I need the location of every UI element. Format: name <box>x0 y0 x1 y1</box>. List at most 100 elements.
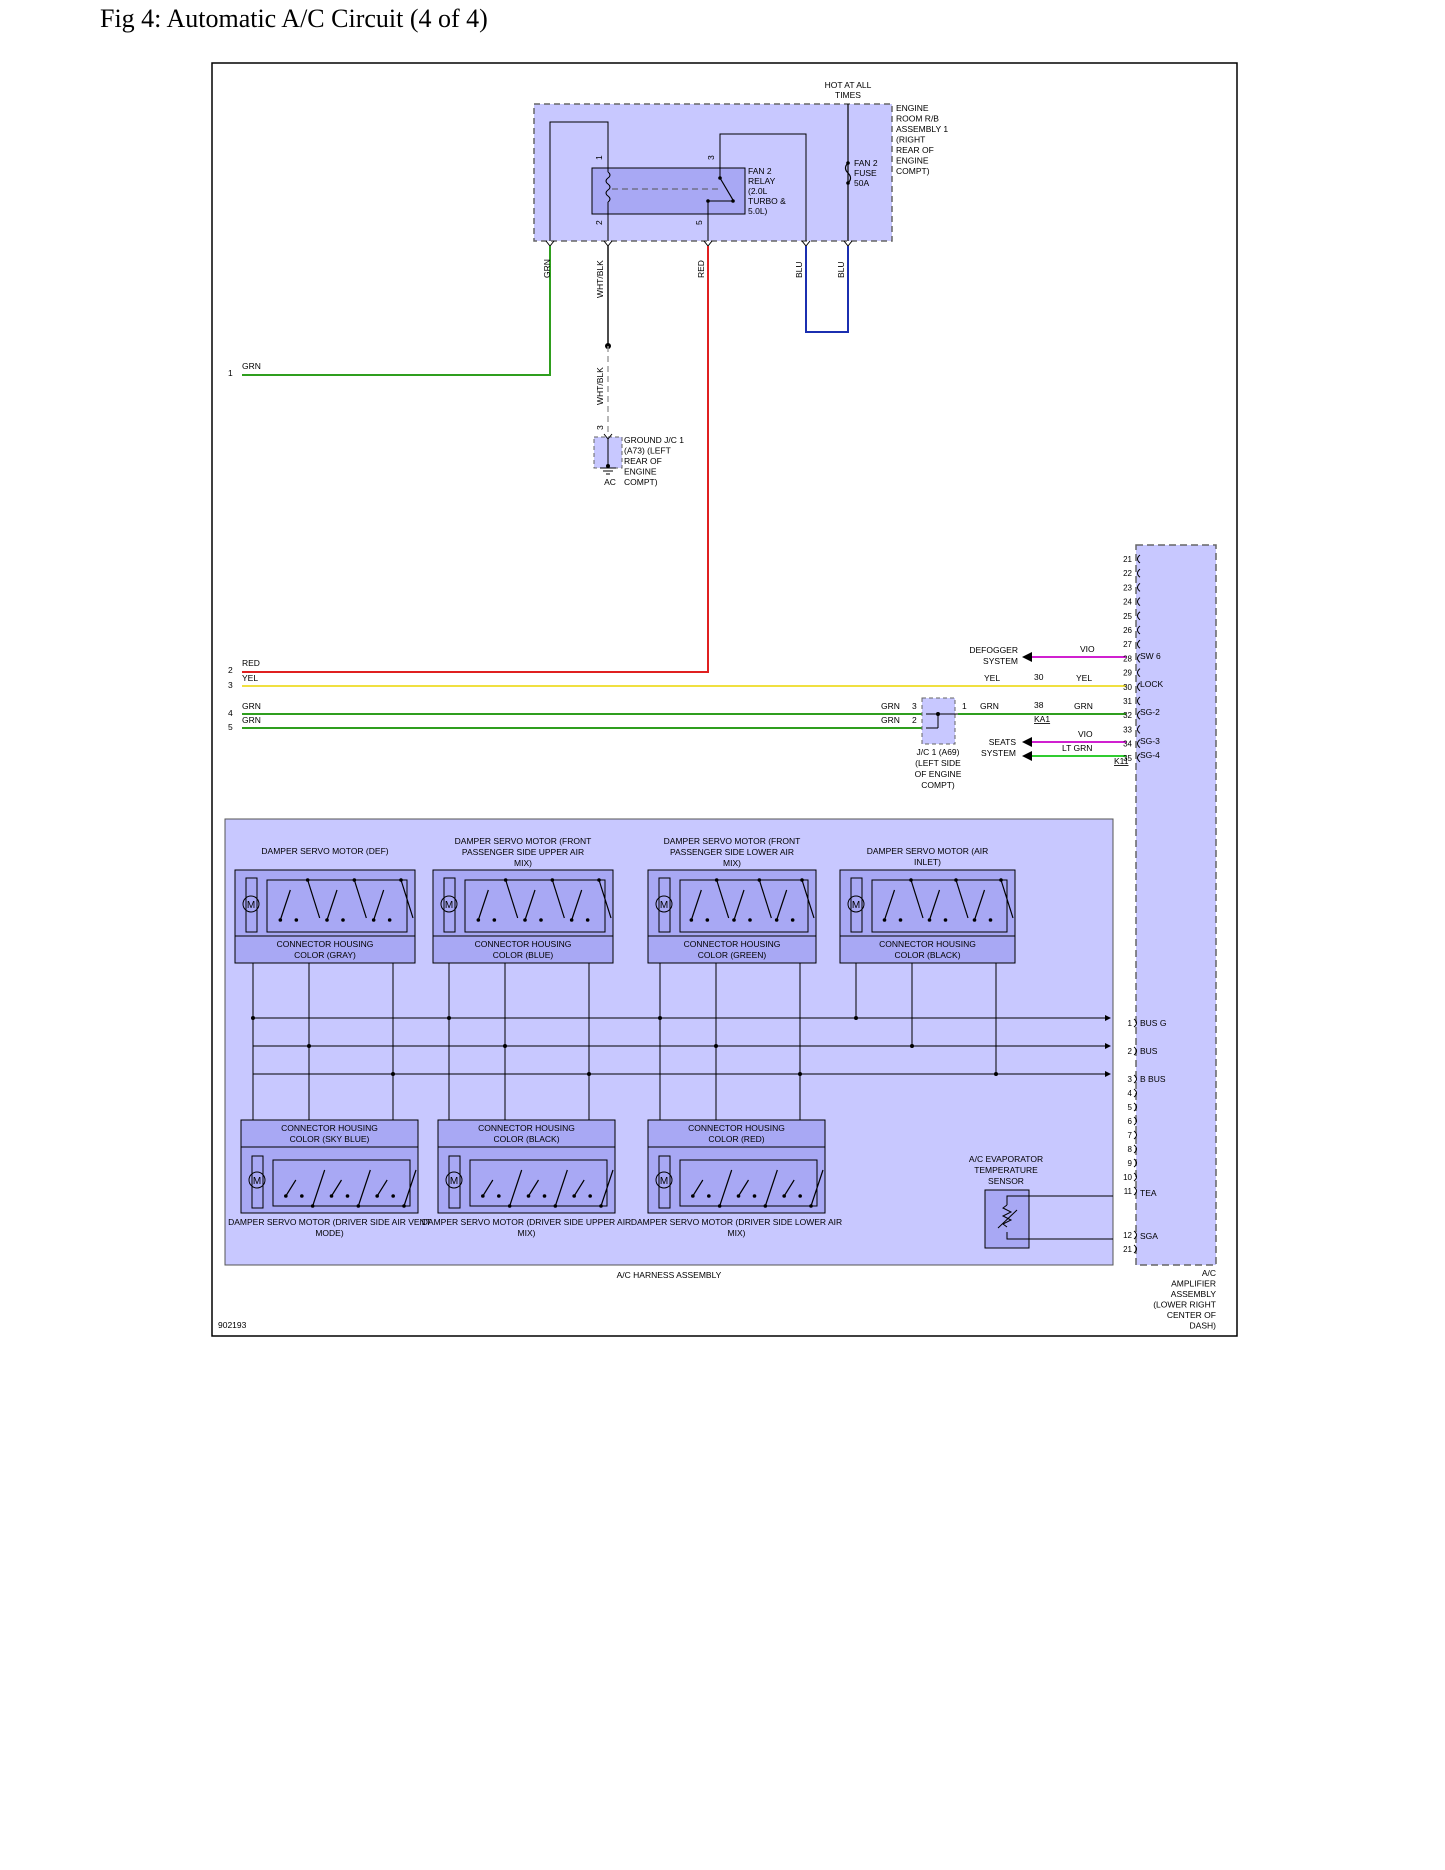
switch-blade <box>883 889 896 921</box>
amp-top-pin-1: 22 <box>1123 569 1132 578</box>
jc1-wire-in-1: GRN <box>881 701 900 711</box>
servo-motor-title: DAMPER SERVO MOTOR (DRIVER SIDE UPPER AI… <box>422 1217 631 1238</box>
thermistor-symbol <box>1001 1204 1013 1228</box>
switch-contact <box>585 918 590 922</box>
motor-frame <box>658 877 671 933</box>
wire-label-grn-rb: GRN <box>542 259 552 278</box>
wire-label-red-rb: RED <box>696 260 706 278</box>
jc1-node <box>936 712 940 716</box>
switch-blade <box>477 889 489 921</box>
switch-blade <box>571 889 583 921</box>
bus-splice <box>854 1016 858 1020</box>
connector-housing-strip <box>432 935 614 964</box>
ext-wire-yel1: YEL <box>984 673 1000 683</box>
amp-bottom-pin-9: 10 <box>1123 1173 1132 1182</box>
ext-pin-30: 30 <box>1034 672 1044 682</box>
jc1-pin-3: 3 <box>912 701 917 711</box>
switch-blade <box>910 879 924 919</box>
amp-top-pin-bracket <box>1137 739 1141 748</box>
amp-connector-ka1: KA1 <box>1034 714 1050 724</box>
switch-blade <box>373 889 385 921</box>
switch-contact <box>752 1194 757 1198</box>
relay-pin-3: 3 <box>706 155 716 160</box>
amp-top-pin-bracket <box>1137 639 1141 649</box>
amp-bottom-pin-6: 7 <box>1128 1131 1133 1140</box>
switch-blade <box>509 1169 523 1207</box>
wire-grn-1 <box>242 246 551 376</box>
amp-bottom-pin-10: 11 <box>1124 1187 1133 1196</box>
switch-blade <box>527 1179 540 1197</box>
jc1-wire-out: GRN <box>980 701 999 711</box>
relay-pin-5: 5 <box>694 220 704 225</box>
amp-top-pin-11: 32 <box>1123 711 1132 720</box>
switch-blade <box>403 1169 417 1207</box>
amp-term-tea: TEA <box>1140 1188 1157 1198</box>
left-wire-label-1: GRN <box>242 361 261 371</box>
switch-contact <box>497 1194 501 1198</box>
connector-housing-strip <box>647 935 817 964</box>
amp-bottom-pin-7: 8 <box>1128 1145 1133 1154</box>
amp-top-pin-5: 26 <box>1123 626 1132 635</box>
bus-arrow <box>1105 1015 1111 1021</box>
amp-top-pin-bracket <box>1137 725 1141 734</box>
switch-contact <box>387 918 392 922</box>
amp-bottom-pin-5: 6 <box>1128 1117 1133 1126</box>
switch-blade <box>928 889 941 921</box>
harness-label: A/C HARNESS ASSEMBLY <box>617 1270 722 1280</box>
ac-amplifier-box <box>1135 544 1217 1266</box>
amp-bottom-pin-bracket <box>1133 1046 1137 1056</box>
amp-bottom-pin-0: 1 <box>1128 1019 1133 1028</box>
amp-top-pin-2: 23 <box>1123 583 1132 592</box>
rb-pin-red <box>703 240 713 247</box>
fuse-symbol <box>844 162 852 184</box>
left-wire-label-2: RED <box>242 658 260 668</box>
amp-top-pin-3: 24 <box>1123 598 1132 607</box>
switch-blade <box>573 1179 585 1197</box>
switch-contact <box>588 1194 592 1198</box>
amp-top-pin-bracket <box>1137 625 1141 635</box>
bus-splice <box>658 1016 662 1020</box>
switch-blade <box>554 1169 568 1207</box>
switch-blade <box>551 879 565 919</box>
sensor-wire-sga <box>1006 1232 1113 1240</box>
motor-letter: M <box>247 900 255 911</box>
amp-top-pin-0: 21 <box>1123 555 1132 564</box>
amp-term-sg2: SG-2 <box>1140 707 1160 717</box>
connector-housing-strip <box>647 1119 826 1148</box>
amp-bottom-pin-bracket <box>1133 1244 1137 1254</box>
left-wire-label-4: GRN <box>242 701 261 711</box>
relay-switch-blade <box>719 177 734 201</box>
motor-frame <box>251 1155 264 1209</box>
switch-frame <box>679 879 809 933</box>
left-pin-5: 5 <box>228 722 233 732</box>
servo-motor-title: DAMPER SERVO MOTOR (DRIVER SIDE AIR VENT… <box>228 1217 431 1238</box>
connector-housing-strip <box>437 1119 616 1148</box>
switch-blade <box>330 1179 343 1197</box>
left-pin-3: 3 <box>228 680 233 690</box>
bus-splice <box>994 1072 998 1076</box>
ext-pin-38: 38 <box>1034 700 1044 710</box>
switch-blade <box>482 1179 494 1197</box>
seats-arrow-ltgrn <box>1022 751 1032 761</box>
switch-contact <box>707 1194 711 1198</box>
motor-symbol <box>440 895 458 913</box>
switch-blade <box>1000 879 1014 919</box>
ground-pin: 3 <box>595 425 605 430</box>
fuse-node-top <box>846 161 850 165</box>
switch-frame <box>871 879 1008 933</box>
motor-letter: M <box>253 1176 261 1187</box>
amp-top-pin-bracket <box>1137 682 1141 692</box>
switch-blade <box>764 1169 778 1207</box>
switch-contact <box>539 918 543 922</box>
left-wire-label-3: YEL <box>242 673 258 683</box>
amp-bottom-pin-8: 9 <box>1128 1159 1133 1168</box>
page-title: Fig 4: Automatic A/C Circuit (4 of 4) <box>100 4 488 33</box>
amp-term-busg: BUS G <box>1140 1018 1166 1028</box>
bus-splice <box>587 1072 591 1076</box>
